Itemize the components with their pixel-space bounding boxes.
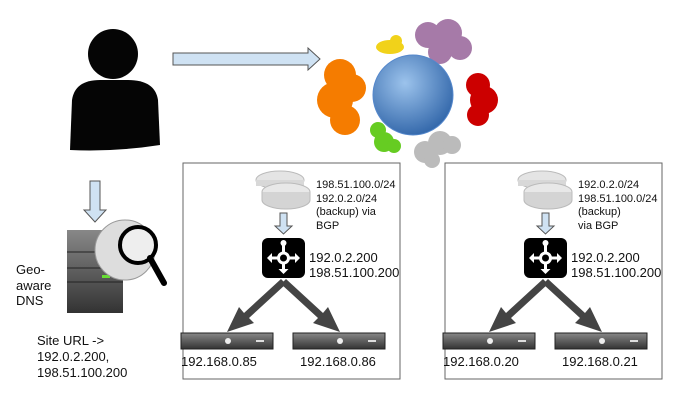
server-icon — [292, 332, 386, 350]
cloud-icons — [317, 19, 498, 168]
bgp-route-line: BGP — [316, 219, 340, 232]
server-address-label: 192.168.0.20 — [443, 354, 519, 369]
cloud-orange-icon — [317, 59, 366, 135]
arrow-user-to-internet — [172, 46, 321, 72]
server-icon — [180, 332, 274, 350]
server-icon — [554, 332, 648, 350]
server-address-label: 192.168.0.86 — [300, 354, 376, 369]
lb-address-line: 192.0.2.200 — [571, 250, 640, 265]
arrow-router-to-lb — [535, 212, 556, 235]
cloud-gray-icon — [414, 131, 461, 168]
lb-address-line: 192.0.2.200 — [309, 250, 378, 265]
cloud-green-icon — [370, 122, 401, 153]
router-icon — [255, 170, 311, 210]
bgp-route-line: 192.0.2.0/24 — [578, 179, 640, 191]
dns-label-line: DNS — [16, 293, 44, 308]
server-icon — [442, 332, 536, 350]
router-icon — [517, 170, 573, 210]
globe-icon — [372, 54, 454, 136]
dns-mapping-line: Site URL -> — [37, 333, 105, 348]
bgp-route-line: 198.51.100.0/24 — [578, 192, 658, 205]
dns-mapping-line: 192.0.2.200, — [37, 349, 110, 364]
cloud-yellow-icon — [376, 35, 404, 54]
bgp-route-line: (backup) — [578, 206, 621, 218]
load-balancer-icon — [262, 238, 305, 278]
bgp-route-line: (backup) via — [316, 206, 376, 218]
user-icon — [70, 29, 160, 151]
arrow-lb-to-servers — [227, 279, 340, 332]
bgp-route-line: via BGP — [578, 219, 619, 232]
cloud-red-icon — [466, 73, 498, 126]
server-address-label: 192.168.0.85 — [181, 354, 257, 369]
bgp-route-line: 192.0.2.0/24 — [316, 192, 378, 205]
lb-address-line: 198.51.100.200 — [571, 265, 662, 280]
server-address-label: 192.168.0.21 — [562, 354, 638, 369]
arrow-lb-to-servers — [489, 279, 602, 332]
magnifier-globe-icon — [94, 219, 167, 286]
dns-label-line: Geo- — [16, 262, 45, 277]
site-box-2 — [444, 162, 663, 380]
load-balancer-icon — [524, 238, 567, 278]
arrow-router-to-lb — [273, 212, 294, 235]
lb-address-line: 198.51.100.200 — [309, 265, 400, 280]
bgp-route-line: 198.51.100.0/24 — [316, 179, 396, 191]
cloud-purple-icon — [415, 19, 472, 64]
dns-label-line: aware — [16, 278, 52, 293]
arrow-user-to-dns — [82, 180, 108, 223]
dns-mapping-line: 198.51.100.200 — [37, 365, 128, 380]
site-box-1 — [182, 162, 401, 380]
